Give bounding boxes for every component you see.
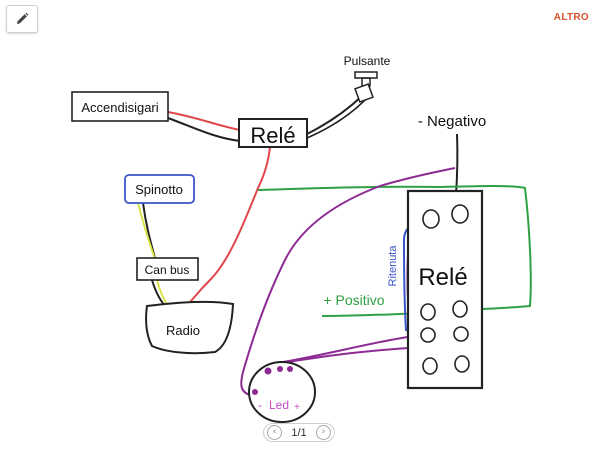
positivo-label: + Positivo <box>323 292 384 308</box>
negativo-label: - Negativo <box>418 113 486 130</box>
wire-black-pulsante <box>306 95 363 135</box>
wire-red-accendisigari <box>167 111 241 131</box>
pulsante-label: Pulsante <box>344 54 391 68</box>
more-button[interactable]: ALTRO <box>553 12 589 23</box>
can-bus-label: Can bus <box>145 263 190 277</box>
spinotto-label: Spinotto <box>135 182 183 197</box>
led-pins <box>252 366 293 395</box>
rele-big-label: Relé <box>418 264 467 291</box>
led-plus-label: + <box>294 402 300 413</box>
radio-label: Radio <box>166 323 200 338</box>
accendisigari-label: Accendisigari <box>81 100 158 115</box>
led-label: Led <box>269 398 289 412</box>
spinotto-box <box>124 174 195 204</box>
chevron-left-icon[interactable]: ‹ <box>267 425 282 440</box>
wire-purple-long <box>240 167 456 396</box>
page-label: 1/1 <box>291 426 307 439</box>
wire-black-pulsante-2 <box>306 99 366 139</box>
wire-yellow-spinotto <box>137 202 157 263</box>
rele-small-label: Relé <box>250 123 295 148</box>
wire-black-accendisigari <box>167 117 241 142</box>
ritenuta-label: Ritenuta <box>387 245 399 287</box>
pencil-icon <box>17 12 29 24</box>
wire-red-rele-radio <box>189 146 271 303</box>
wire-green-top <box>257 185 532 311</box>
led-minus-label: - <box>258 398 262 412</box>
accendisigari-box <box>71 91 169 122</box>
chevron-right-icon[interactable]: › <box>315 425 331 440</box>
pulsante-switch-icon <box>354 71 378 103</box>
can-bus-box <box>136 257 199 281</box>
led-circle <box>248 361 316 423</box>
page-indicator: ‹ 1/1 › <box>263 423 335 442</box>
rele-big-box <box>406 189 484 390</box>
rele-terminals <box>420 204 470 375</box>
rele-small-box <box>238 118 308 148</box>
edit-button[interactable] <box>6 5 38 33</box>
radio-shape <box>145 300 235 355</box>
